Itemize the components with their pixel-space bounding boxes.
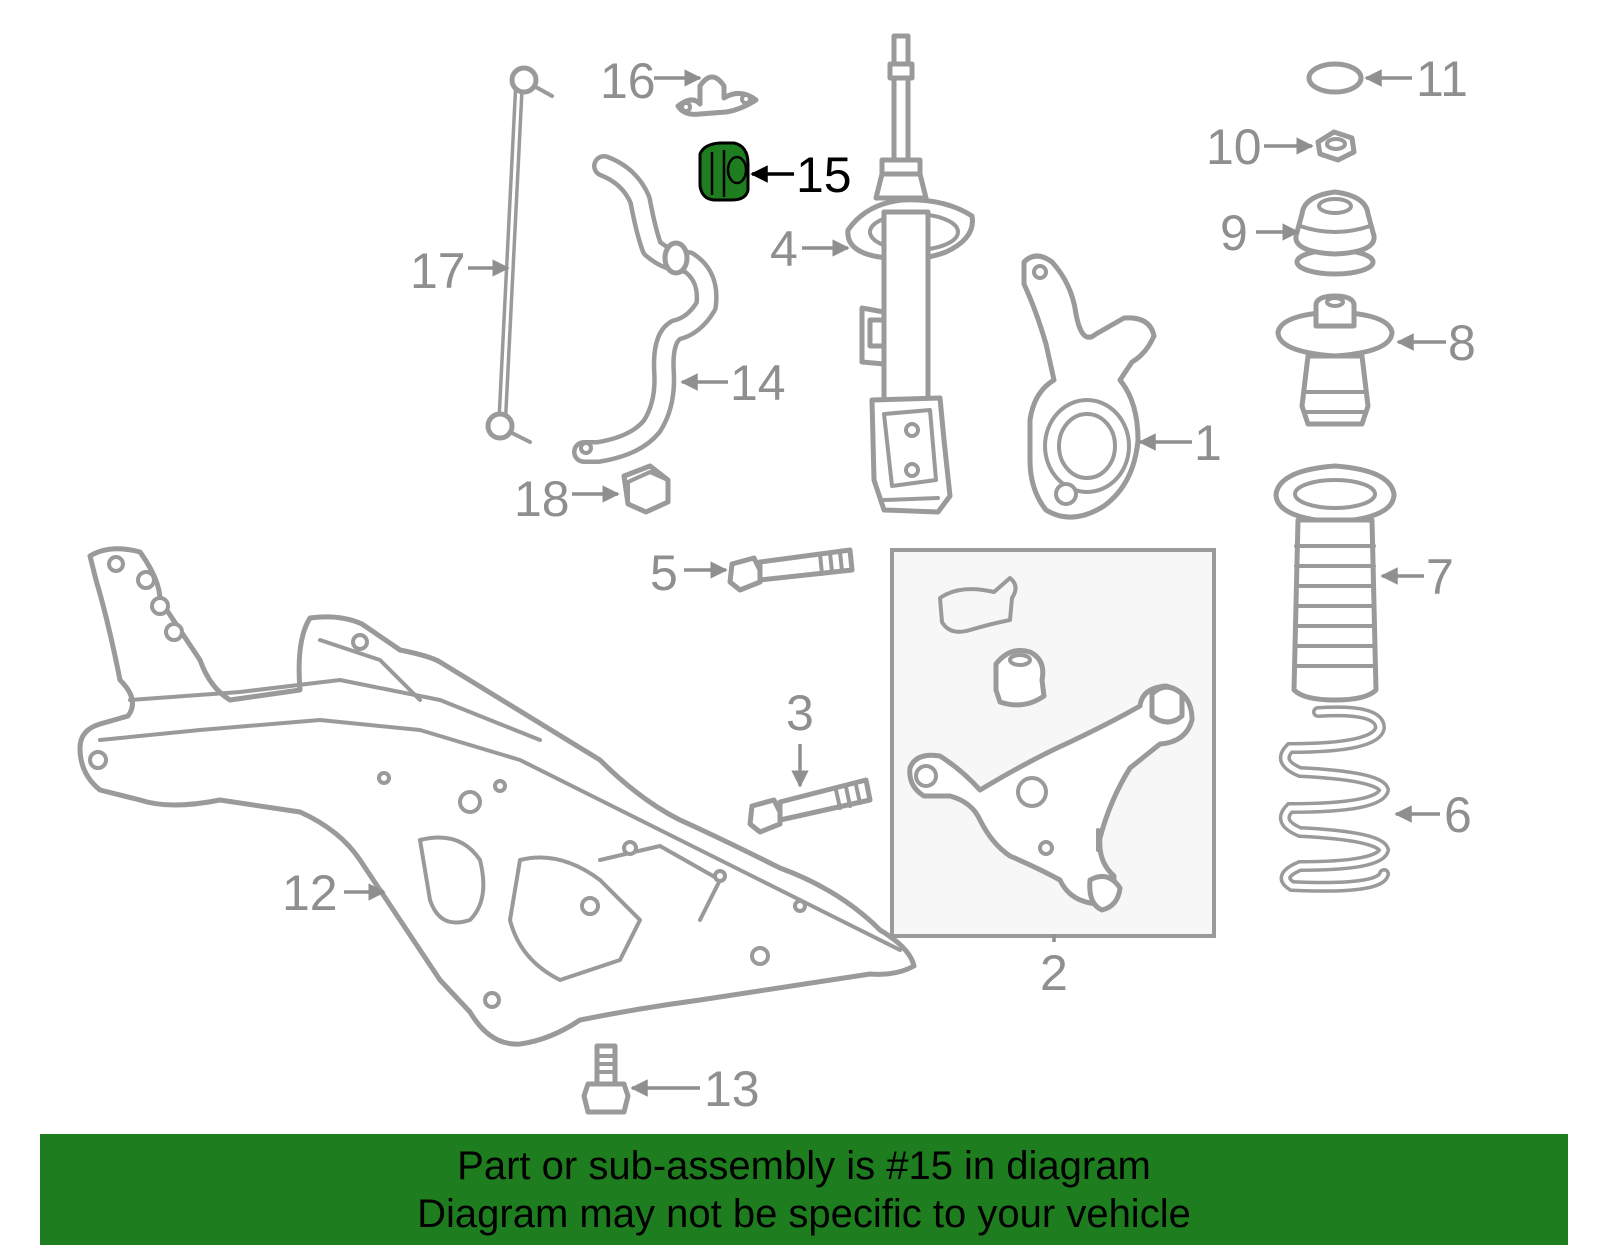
callout-2: 2 [1040,945,1068,1001]
callout-4: 4 [770,221,798,277]
part-17-stabilizer-link [485,65,554,444]
callout-8: 8 [1448,315,1476,371]
callout-16: 16 [600,53,656,109]
banner-line-2: Diagram may not be specific to your vehi… [417,1192,1191,1236]
part-18-nut [621,463,671,515]
banner-line-1: Part or sub-assembly is #15 in diagram [457,1144,1151,1188]
callout-10: 10 [1206,119,1262,175]
part-2-control-arm-kit [890,548,1216,938]
part-13-bolt [581,1043,631,1115]
callout-3: 3 [786,685,814,741]
part-10-nut [1315,129,1357,163]
part-8-spring-seat [1275,293,1395,427]
part-5-bolt [727,547,855,593]
callout-5: 5 [650,545,678,601]
part-7-dust-boot [1273,463,1397,703]
part-16-stabilizer-bracket [675,74,759,117]
part-12-crossmember-subframe [77,546,917,1047]
callout-labels: 1 2 3 4 5 6 7 8 9 10 11 12 13 14 15 16 1… [282,51,1476,1117]
part-9-strut-mount [1293,189,1377,277]
callout-7: 7 [1426,549,1454,605]
callout-arrows [344,69,1446,1097]
callout-9: 9 [1220,205,1248,261]
part-15-stabilizer-bushing-highlighted [698,141,750,202]
callout-17: 17 [410,243,466,299]
callout-14: 14 [730,355,786,411]
callout-6: 6 [1444,787,1472,843]
part-3-bolt [747,777,873,835]
part-4-strut-assembly [845,33,975,515]
callout-15: 15 [796,147,852,203]
callout-11: 11 [1416,51,1468,107]
part-1-steering-knuckle [1021,253,1157,520]
info-banner: Part or sub-assembly is #15 in diagram D… [40,1134,1568,1245]
part-6-coil-spring [1278,705,1391,893]
callout-18: 18 [514,471,570,527]
callout-13: 13 [704,1061,760,1117]
callout-12: 12 [282,865,338,921]
part-14-stabilizer-bar [572,154,719,464]
part-11-insulator-ring [1306,61,1364,95]
callout-1: 1 [1194,415,1222,471]
